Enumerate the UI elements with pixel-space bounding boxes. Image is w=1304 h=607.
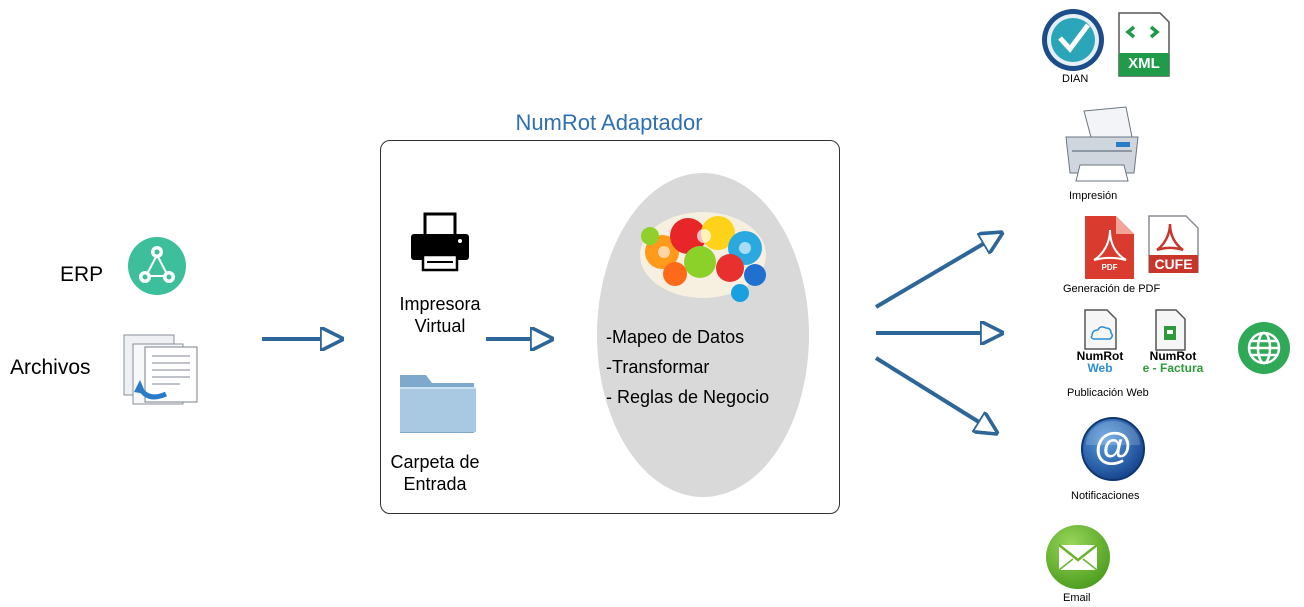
cufe-icon-text: CUFE bbox=[1154, 256, 1193, 272]
dian-label: DIAN bbox=[1062, 73, 1089, 85]
input-folder-label: Carpeta de Entrada bbox=[390, 452, 480, 494]
xml-file-icon bbox=[1118, 12, 1170, 77]
xml-icon-text: XML bbox=[1128, 55, 1160, 72]
adapter-title: NumRot Adaptador bbox=[515, 110, 703, 135]
dian-logo-icon bbox=[1042, 9, 1104, 71]
virtual-printer-label: Impresora Virtual bbox=[399, 294, 481, 336]
files-icon bbox=[123, 334, 198, 405]
web-label: Publicación Web bbox=[1067, 387, 1149, 399]
virtual-printer-icon bbox=[411, 212, 469, 272]
print-output-icon bbox=[1065, 106, 1139, 182]
process-list: -Mapeo de Datos -Transformar - Reglas de… bbox=[606, 322, 769, 412]
print-label: Impresión bbox=[1069, 190, 1118, 202]
arrow-to-notifications bbox=[874, 356, 995, 432]
email-label: Email bbox=[1063, 592, 1091, 604]
erp-label: ERP bbox=[60, 263, 104, 286]
brain-gears-icon bbox=[640, 212, 766, 302]
pdf-label: Generación de PDF bbox=[1063, 283, 1161, 295]
at-sign-icon: @ bbox=[1094, 426, 1132, 468]
globe-icon bbox=[1238, 322, 1290, 374]
flow-arrows bbox=[262, 234, 1000, 432]
numrot-efactura-brand: NumRot e - Factura bbox=[1142, 349, 1204, 375]
erp-icon bbox=[128, 237, 186, 295]
pdf-icon-text: PDF bbox=[1101, 263, 1118, 272]
email-icon bbox=[1046, 525, 1110, 589]
numrot-web-brand: NumRot Web bbox=[1076, 349, 1124, 375]
input-folder-icon bbox=[400, 375, 476, 433]
process-item: - Reglas de Negocio bbox=[606, 387, 770, 407]
arrow-to-print-pdf bbox=[874, 234, 1000, 309]
pdf-file-icon bbox=[1085, 216, 1134, 279]
files-label: Archivos bbox=[10, 356, 91, 379]
process-item: -Mapeo de Datos bbox=[606, 327, 745, 347]
notifications-icon bbox=[1081, 417, 1145, 481]
notifications-label: Notificaciones bbox=[1071, 490, 1140, 502]
numrot-efactura-icon bbox=[1155, 309, 1186, 351]
cufe-pdf-icon bbox=[1148, 215, 1199, 273]
numrot-web-icon bbox=[1084, 309, 1117, 350]
process-item: -Transformar bbox=[606, 357, 710, 377]
